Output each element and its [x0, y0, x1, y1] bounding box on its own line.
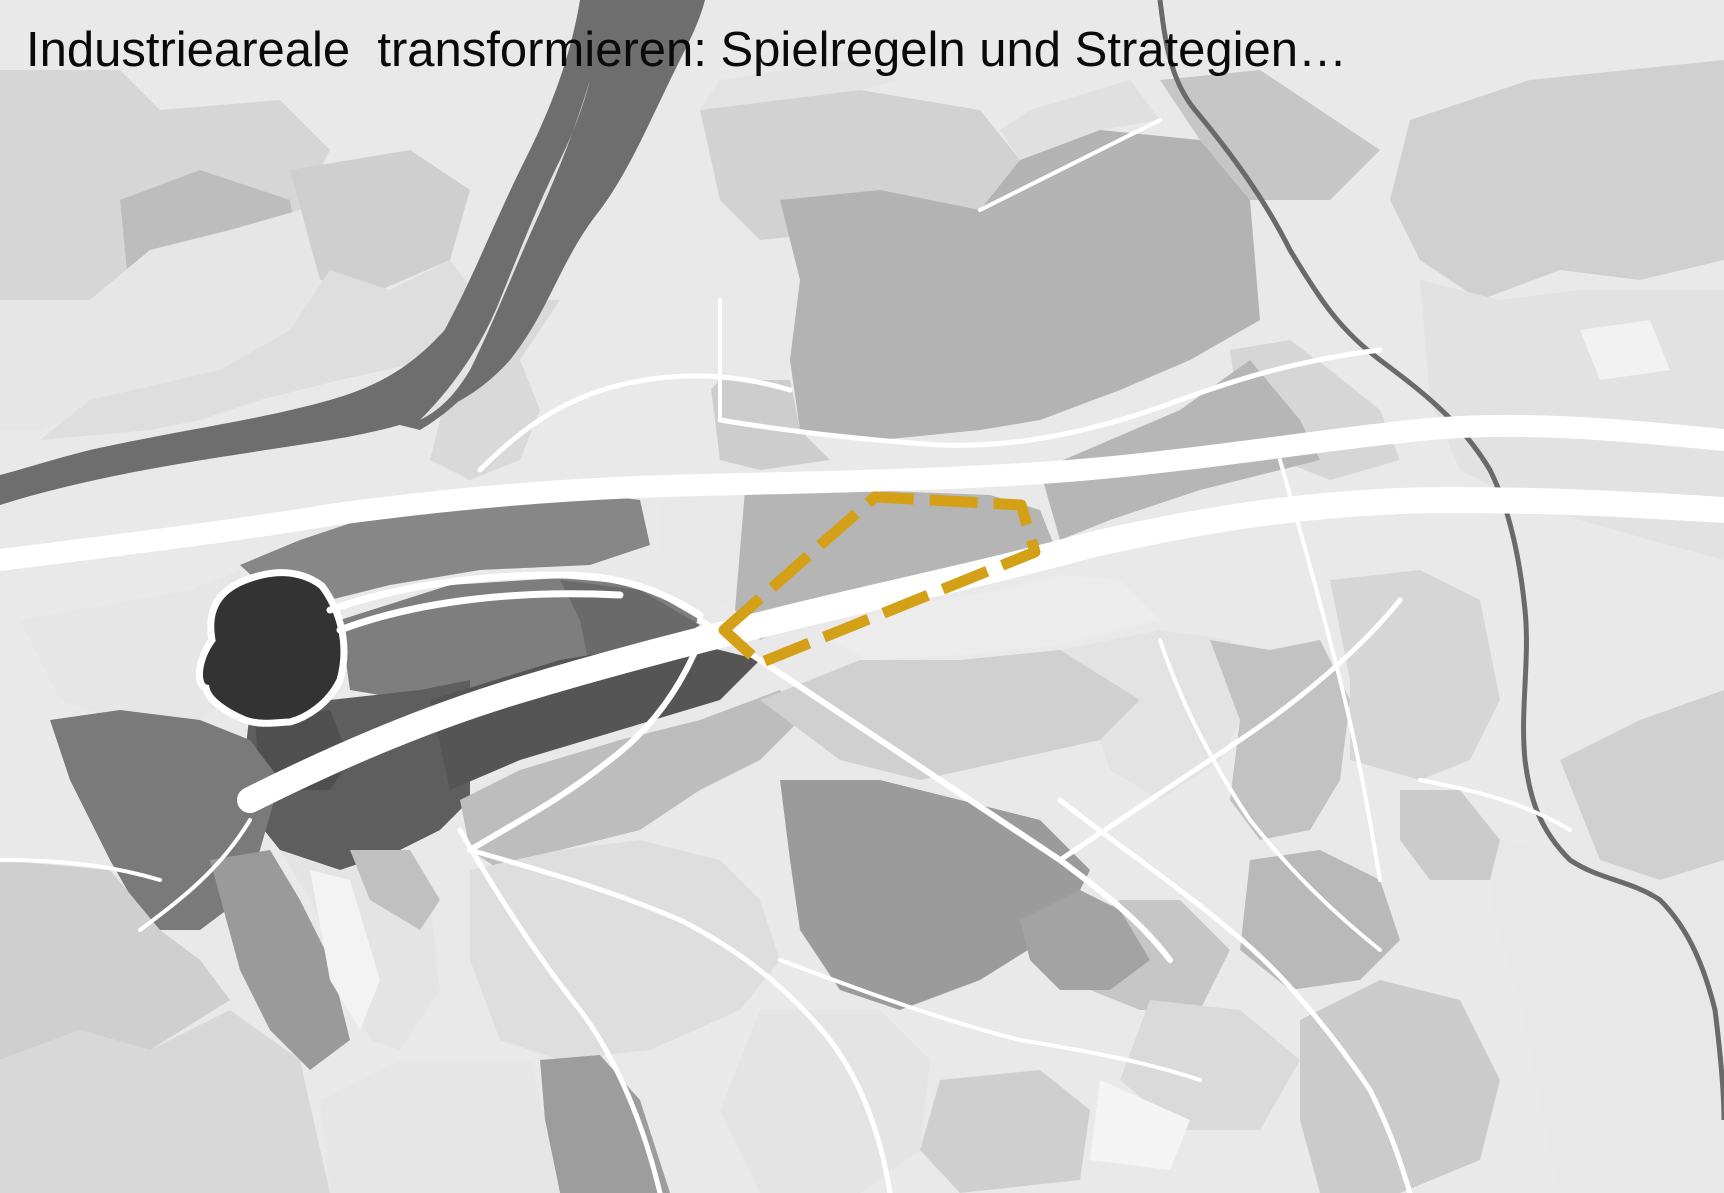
parcel [660, 490, 745, 620]
parcel [780, 780, 1090, 1010]
parcel [540, 1055, 670, 1193]
road [0, 858, 162, 882]
old-town-ring [196, 569, 348, 727]
parcel [1300, 980, 1500, 1193]
parcel [760, 650, 1150, 780]
parcel [0, 210, 330, 430]
parcels-south [320, 570, 1724, 1193]
parcel [320, 1060, 560, 1193]
river [0, 0, 705, 505]
road [467, 847, 893, 1193]
parcel [0, 1010, 330, 1193]
parcel [1330, 570, 1500, 780]
parcel [1160, 70, 1380, 200]
road [1057, 597, 1403, 863]
road [1057, 797, 1413, 1193]
highlighted-site-outline [718, 491, 1041, 669]
parcel [1490, 840, 1724, 1193]
road [457, 827, 663, 1193]
parcel [430, 640, 760, 790]
parcel [920, 1070, 1090, 1193]
parcel [1000, 80, 1160, 160]
parcel [830, 575, 1160, 660]
parcels-west [0, 570, 440, 1193]
parcel [780, 130, 1260, 440]
parcel [290, 150, 470, 290]
road [978, 118, 1162, 212]
road [0, 414, 1724, 571]
parcel [1240, 850, 1400, 990]
road [477, 373, 793, 473]
parcel [1120, 1000, 1300, 1130]
parcel [700, 60, 900, 110]
parcel [720, 1010, 930, 1193]
road [1418, 778, 1572, 832]
parcel [1400, 790, 1500, 880]
parcel [20, 570, 250, 720]
road [237, 487, 1724, 813]
river-arm [380, 0, 650, 430]
parcel [1060, 630, 1250, 800]
road [1278, 458, 1382, 882]
parcel [0, 860, 230, 1060]
road [1158, 638, 1382, 952]
road [336, 590, 624, 634]
parcel [1580, 320, 1670, 380]
old-town-core [199, 572, 344, 724]
road [778, 958, 1202, 1082]
road [697, 617, 1173, 963]
parcel [40, 260, 480, 440]
parcel [1210, 640, 1350, 840]
parcel [1090, 1080, 1190, 1170]
road [717, 347, 1383, 448]
slide-title: Industrieareale transformieren: Spielreg… [26, 23, 1348, 77]
parcel [1020, 890, 1150, 990]
parcels-north [0, 60, 1724, 560]
parcel [240, 490, 650, 620]
parcel [520, 290, 720, 430]
stream [1157, 0, 1724, 1121]
road [326, 571, 704, 619]
parcel [470, 840, 780, 1060]
road [138, 818, 252, 932]
parcel [1560, 690, 1724, 880]
parcel [210, 850, 350, 1070]
parcel [350, 850, 440, 930]
parcel [1390, 60, 1724, 300]
road [467, 637, 703, 853]
parcel [310, 870, 380, 1030]
parcel [560, 580, 700, 670]
parcel [460, 690, 800, 870]
parcel [710, 380, 830, 470]
roads [0, 118, 1724, 1193]
